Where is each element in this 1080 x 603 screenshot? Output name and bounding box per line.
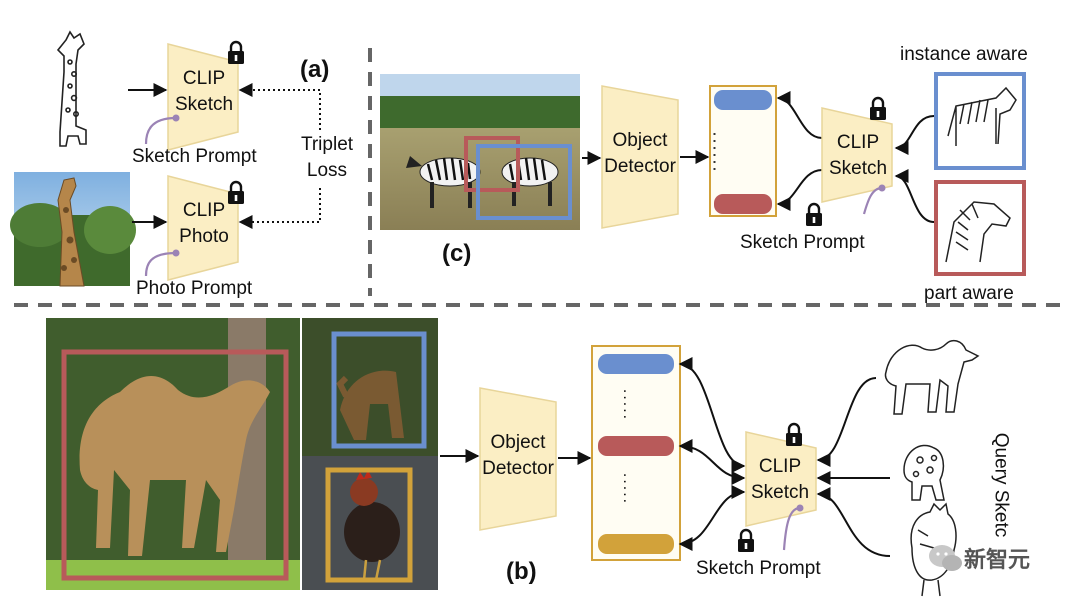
giraffe-photo	[10, 172, 136, 287]
triplet-loss-label: Triplet Loss	[292, 132, 362, 184]
module-line: CLIP	[758, 456, 802, 477]
lock-icon	[226, 40, 246, 66]
photo-prompt-label-a: Photo Prompt	[136, 278, 253, 299]
module-line: CLIP	[182, 68, 226, 89]
rooster-photo	[302, 456, 438, 590]
zebra-sketch	[934, 72, 1026, 276]
lock-icon	[736, 528, 756, 554]
clip-sketch-label-c: CLIP Sketch	[820, 130, 896, 182]
module-line: CLIP	[182, 200, 226, 221]
object-detector-b	[479, 387, 557, 531]
feature-gold-b	[598, 534, 674, 554]
module-line: Detector	[604, 156, 676, 177]
module-line: CLIP	[836, 132, 880, 153]
ellipsis-b1: .....	[620, 388, 638, 422]
loss-line: Loss	[306, 160, 348, 181]
instance-aware-label: instance aware	[900, 44, 1028, 65]
module-line: Sketch	[750, 482, 810, 503]
module-line: Object	[612, 130, 668, 151]
part-aware-label: part aware	[924, 283, 1014, 304]
feature-red-c	[714, 194, 772, 214]
panel-label-c: (c)	[442, 240, 472, 267]
object-detector-c	[601, 85, 679, 229]
query-sketch-label: Query Sketc	[990, 432, 1012, 538]
feature-red-b	[598, 436, 674, 456]
module-line: Object	[490, 432, 546, 453]
zebra-photo	[380, 74, 580, 230]
lock-icon	[804, 202, 824, 228]
clip-sketch-label-a: CLIP Sketch	[166, 66, 242, 118]
sketch-prompt-label-c: Sketch Prompt	[740, 232, 865, 253]
feature-blue-c	[714, 90, 772, 110]
clip-sketch-encoder-a	[167, 43, 239, 151]
wechat-icon	[929, 545, 962, 571]
clip-sketch-label-b: CLIP Sketch	[742, 454, 818, 506]
panel-label-b: (b)	[506, 558, 537, 585]
clip-sketch-encoder-c	[821, 107, 893, 203]
module-line: Sketch	[174, 94, 234, 115]
chicken-sketch	[910, 502, 957, 597]
lock-icon	[784, 422, 804, 448]
camel-photo	[46, 318, 300, 590]
module-line: Photo	[179, 226, 229, 247]
watermark-text: 新智元	[964, 548, 1031, 573]
object-detector-label-b: Object Detector	[476, 430, 560, 482]
clip-photo-label-a: CLIP Photo	[166, 198, 242, 250]
module-line: Sketch	[828, 158, 888, 179]
module-line: Detector	[482, 458, 554, 479]
feature-blue-b	[598, 354, 674, 374]
lock-icon	[868, 96, 888, 122]
giraffe-sketch	[56, 30, 87, 147]
object-detector-label-c: Object Detector	[598, 128, 682, 180]
panel-label-a: (a)	[300, 56, 330, 83]
giraffe-photo-b	[302, 318, 438, 456]
sketch-prompt-label-b: Sketch Prompt	[696, 558, 821, 579]
ellipsis-b2: .....	[620, 472, 638, 506]
camel-sketch	[884, 339, 980, 415]
clip-photo-encoder-a	[167, 175, 239, 281]
giraffe-sketch-b	[903, 444, 945, 501]
ellipsis-c: ......	[709, 131, 730, 174]
sketch-prompt-label-a: Sketch Prompt	[132, 146, 257, 167]
loss-line: Triplet	[300, 134, 354, 155]
